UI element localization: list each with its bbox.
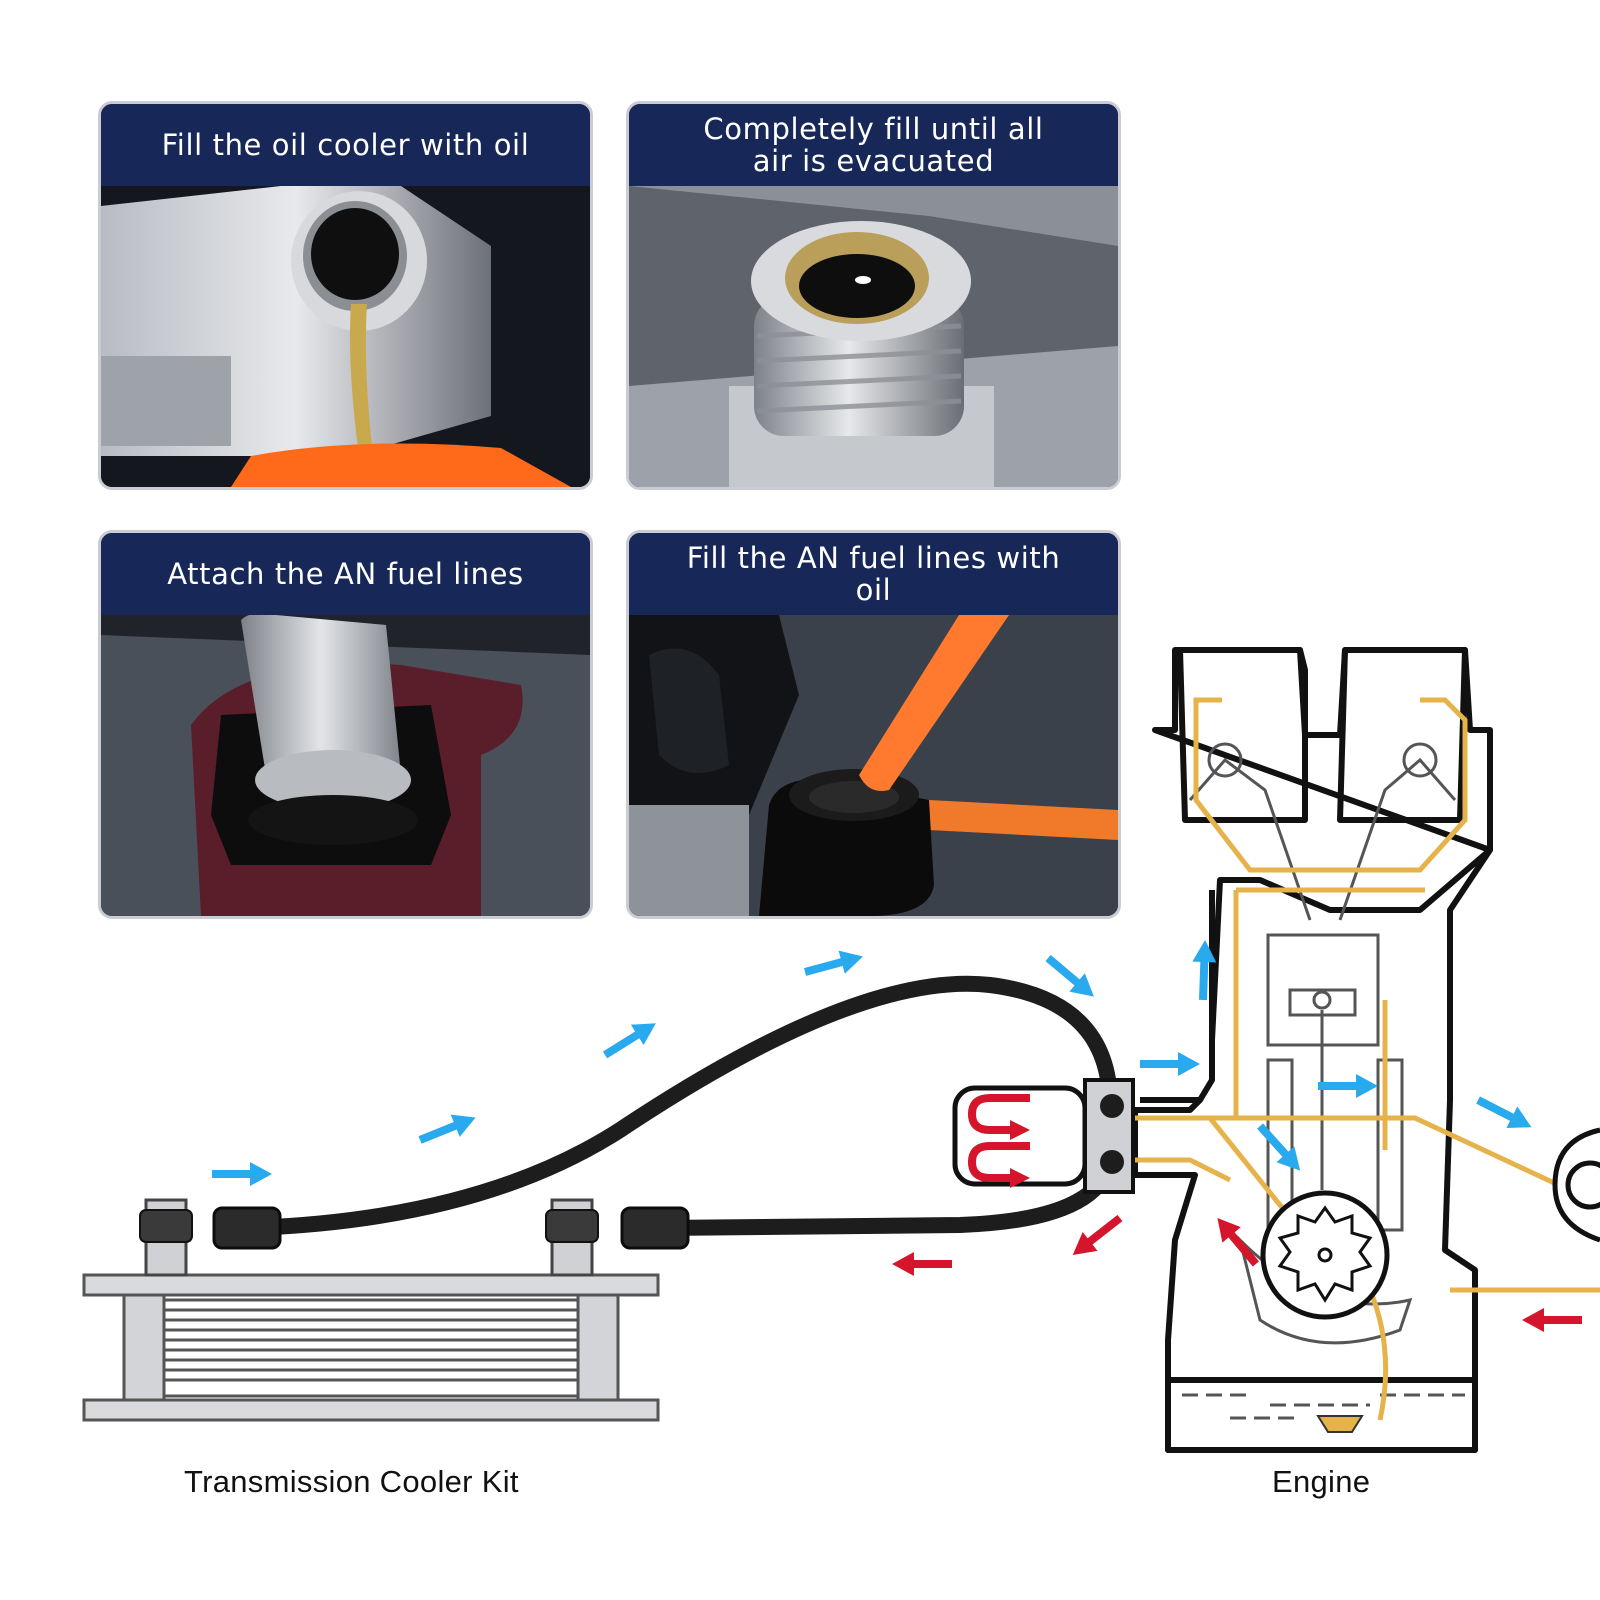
engine-caption: Engine bbox=[1272, 1464, 1371, 1499]
photo-fitting-filled bbox=[629, 186, 1118, 487]
step-card-fill-lines: Fill the AN fuel lines with oil bbox=[626, 530, 1121, 919]
u-turn-arrow-icon bbox=[967, 1094, 1030, 1182]
flow-arrow-icon bbox=[1472, 1089, 1537, 1138]
photo-line-filling bbox=[629, 615, 1118, 916]
flow-arrow-icon bbox=[598, 1013, 663, 1066]
step-card-title: Completely fill until all air is evacuat… bbox=[629, 104, 1118, 186]
flow-arrows-red bbox=[892, 1208, 1582, 1332]
step-card-title: Attach the AN fuel lines bbox=[101, 533, 590, 615]
flow-arrow-icon bbox=[1251, 1117, 1310, 1179]
return-arrow-icon bbox=[1065, 1208, 1128, 1265]
flow-arrow-icon bbox=[801, 944, 867, 984]
photo-oil-pouring bbox=[101, 186, 590, 487]
oil-pickup bbox=[1316, 1415, 1364, 1433]
flow-arrow-icon bbox=[1191, 939, 1218, 1001]
step-card-title: Fill the oil cooler with oil bbox=[101, 104, 590, 186]
engine bbox=[1132, 646, 1493, 1453]
step-card-attach-lines: Attach the AN fuel lines bbox=[98, 530, 593, 919]
step-card-evacuate-air: Completely fill until all air is evacuat… bbox=[626, 101, 1121, 490]
accessory-pulley bbox=[1552, 1127, 1600, 1243]
cooler-caption: Transmission Cooler Kit bbox=[184, 1464, 519, 1499]
return-arrow-icon bbox=[892, 1252, 952, 1276]
flow-arrow-icon bbox=[1318, 1074, 1378, 1098]
flow-arrow-icon bbox=[212, 1162, 272, 1186]
step-card-title: Fill the AN fuel lines with oil bbox=[629, 533, 1118, 615]
gear-icon bbox=[1260, 1190, 1390, 1320]
return-arrow-icon bbox=[1208, 1210, 1266, 1272]
flow-arrow-icon bbox=[1140, 1052, 1200, 1076]
flow-arrows-blue bbox=[212, 939, 1537, 1186]
transmission-cooler bbox=[82, 1198, 660, 1422]
engine-internals bbox=[1182, 742, 1465, 1420]
oil-filter-adapter bbox=[952, 1078, 1135, 1194]
photo-line-attached bbox=[101, 615, 590, 916]
an-fuel-lines bbox=[212, 975, 1118, 1250]
return-arrow-icon bbox=[1522, 1308, 1582, 1332]
step-card-fill-cooler: Fill the oil cooler with oil bbox=[98, 101, 593, 490]
oil-passages bbox=[1135, 697, 1600, 1421]
flow-arrow-icon bbox=[415, 1106, 481, 1152]
flow-arrow-icon bbox=[1040, 948, 1102, 1006]
